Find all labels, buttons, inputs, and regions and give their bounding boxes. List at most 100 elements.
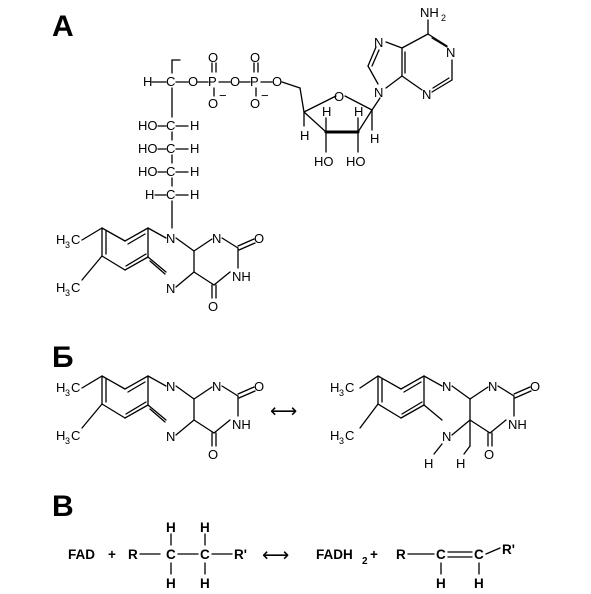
svg-text:O: O [230, 74, 240, 89]
svg-text:H: H [190, 164, 199, 179]
svg-text:O: O [208, 96, 218, 111]
svg-text:−: − [261, 88, 269, 103]
svg-text:H: H [166, 520, 176, 535]
svg-text:2: 2 [362, 556, 368, 567]
svg-text:HO: HO [138, 118, 158, 133]
fad-label: FAD [68, 547, 95, 562]
svg-text:C: C [71, 380, 80, 395]
flavin-oxidized: N N N O NH O H 3 C H 3 C [56, 375, 264, 462]
svg-text:O: O [334, 89, 344, 104]
svg-text:C: C [436, 547, 446, 562]
flavin-reduced: N N H H N O NH O H 3 [330, 375, 540, 471]
svg-text:H: H [330, 380, 339, 395]
svg-text:3: 3 [65, 388, 70, 398]
svg-text:C: C [166, 74, 175, 89]
svg-text:N: N [374, 85, 383, 100]
svg-text:C: C [166, 187, 175, 202]
svg-text:O: O [208, 447, 218, 462]
svg-text:O: O [208, 299, 218, 314]
svg-text:N: N [212, 379, 221, 394]
svg-text:HO: HO [138, 164, 158, 179]
svg-text:+: + [370, 547, 378, 562]
svg-text:P: P [250, 74, 259, 89]
svg-text:O: O [530, 379, 540, 394]
svg-text:O: O [250, 50, 260, 65]
svg-text:N: N [488, 379, 497, 394]
svg-text:C: C [71, 280, 80, 295]
svg-text:H: H [436, 576, 446, 591]
svg-text:+: + [108, 547, 116, 562]
svg-text:H: H [200, 520, 210, 535]
svg-text:H: H [143, 74, 152, 89]
svg-text:H: H [354, 104, 363, 119]
svg-text:H: H [300, 128, 309, 143]
svg-text:C: C [166, 118, 175, 133]
svg-text:C: C [166, 547, 176, 562]
svg-text:3: 3 [65, 288, 70, 298]
svg-text:H: H [56, 232, 65, 247]
svg-text:H: H [190, 118, 199, 133]
svg-text:N: N [166, 379, 175, 394]
svg-text:H: H [56, 428, 65, 443]
svg-text:N: N [422, 87, 431, 102]
svg-text:NH: NH [232, 417, 251, 432]
svg-text:R': R' [234, 547, 247, 562]
svg-text:C: C [166, 141, 175, 156]
svg-text:H: H [166, 576, 176, 591]
svg-text:3: 3 [339, 388, 344, 398]
svg-text:3: 3 [65, 240, 70, 250]
svg-text:O: O [208, 50, 218, 65]
svg-text:3: 3 [339, 436, 344, 446]
svg-text:H: H [190, 187, 199, 202]
reaction-equation: FAD + R C H H C H H R' ⟷ FADH 2 + R C H … [68, 520, 515, 591]
svg-text:H: H [56, 380, 65, 395]
equilibrium-arrow-c: ⟷ [262, 544, 289, 566]
svg-text:N: N [166, 429, 175, 444]
svg-text:NH: NH [508, 417, 527, 432]
svg-text:−: − [219, 88, 227, 103]
panel-label-a: А [52, 10, 74, 43]
svg-text:C: C [200, 547, 210, 562]
panel-label-b: Б [52, 341, 74, 374]
svg-text:N: N [442, 429, 451, 444]
svg-text:N: N [446, 45, 455, 60]
svg-text:2: 2 [441, 13, 446, 23]
svg-text:3: 3 [65, 436, 70, 446]
ribityl-chain: H C O P O O − O P O O − O HO C H HO C [138, 50, 301, 229]
svg-text:NH: NH [420, 5, 439, 20]
svg-text:O: O [250, 96, 260, 111]
svg-text:O: O [188, 74, 198, 89]
svg-text:H: H [456, 456, 465, 471]
svg-text:HO: HO [346, 154, 366, 169]
svg-text:C: C [166, 164, 175, 179]
svg-text:H: H [145, 187, 154, 202]
isoalloxazine-ring-a: N N N O NH O H 3 C H 3 C [56, 227, 264, 314]
svg-text:N: N [166, 231, 175, 246]
svg-text:R: R [128, 547, 138, 562]
panel-label-c: В [52, 490, 74, 523]
svg-text:R: R [396, 547, 406, 562]
svg-text:H: H [200, 576, 210, 591]
svg-text:N: N [374, 35, 383, 50]
svg-text:H: H [190, 141, 199, 156]
svg-text:R': R' [502, 542, 515, 557]
fadh2-label: FADH [316, 547, 353, 562]
svg-text:H: H [424, 456, 433, 471]
svg-text:N: N [442, 379, 451, 394]
svg-text:N: N [166, 281, 175, 296]
svg-text:C: C [71, 232, 80, 247]
adenine-ring: N N NH 2 N N [367, 5, 455, 102]
svg-text:C: C [345, 380, 354, 395]
svg-text:H: H [370, 131, 379, 146]
ribose-ring: O H H H H HO HO [299, 87, 381, 169]
svg-text:O: O [254, 231, 264, 246]
svg-text:H: H [56, 280, 65, 295]
svg-text:P: P [208, 74, 217, 89]
svg-text:H: H [330, 428, 339, 443]
svg-text:O: O [272, 74, 282, 89]
svg-text:H: H [474, 576, 484, 591]
svg-text:HO: HO [314, 154, 334, 169]
svg-text:C: C [345, 428, 354, 443]
svg-text:H: H [322, 104, 331, 119]
